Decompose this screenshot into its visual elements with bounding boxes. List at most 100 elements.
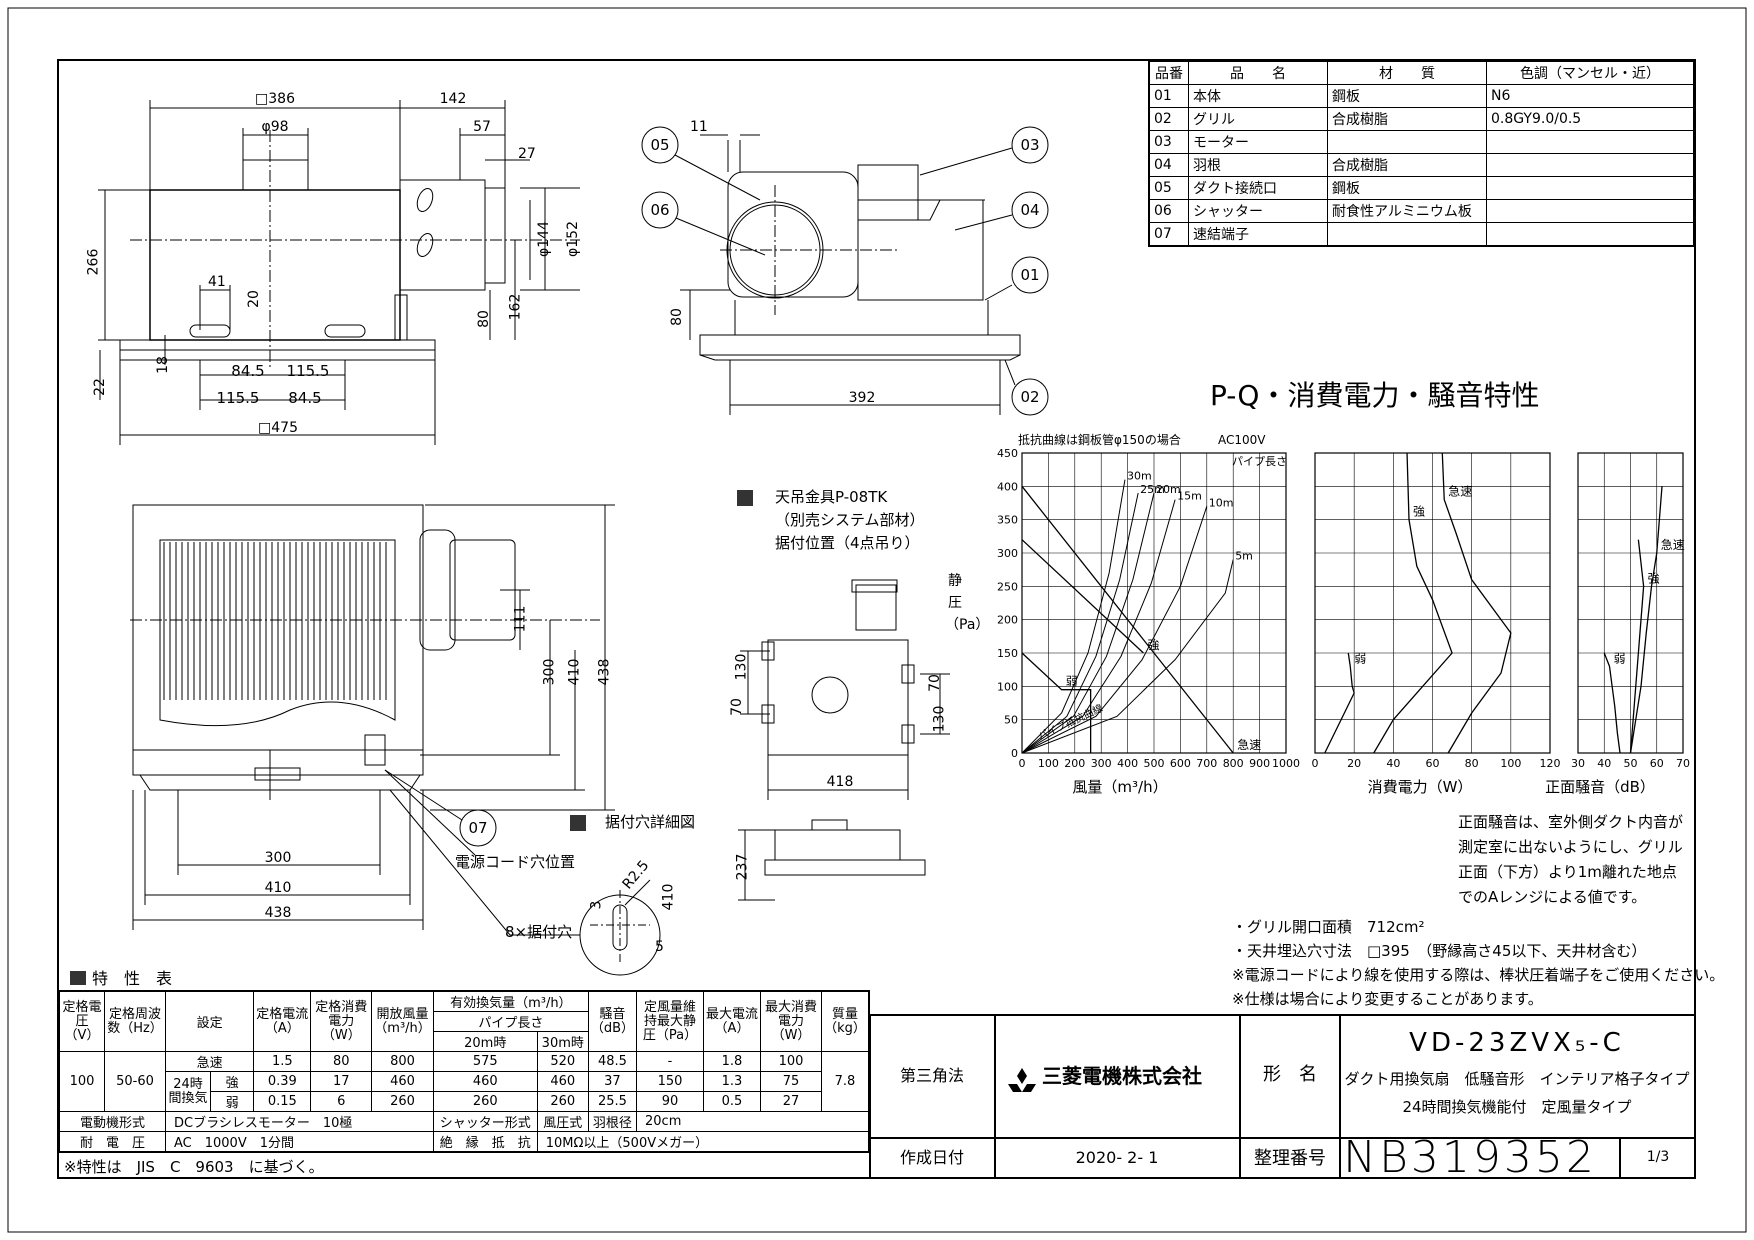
spec-row-rapid: 100 50-60 急速 1.5 80 800 575 520 48.5 - 1… — [58, 1051, 870, 1112]
spec-h-eff-flow: 有効換気量（m³/h） — [432, 990, 589, 1012]
resistance-curve — [1021, 506, 1208, 754]
series-label: 強 — [1147, 638, 1159, 652]
parts-cell — [1327, 130, 1487, 154]
spec-table: 定格電圧（V） 定格周波数（Hz） 設定 定格電流（A） 定格消費電力（W） 開… — [58, 990, 870, 1153]
x-tick-label: 700 — [1196, 757, 1217, 770]
spec-withstand-val: AC 1000V 1分間 — [165, 1131, 434, 1153]
spec-cell: 520 — [536, 1051, 589, 1072]
parts-cell: 合成樹脂 — [1327, 107, 1487, 131]
front-view-drawing — [98, 100, 580, 445]
x-tick-label: 20 — [1347, 757, 1361, 770]
parts-cell: 鋼板 — [1327, 84, 1487, 108]
spec-cell: 150 — [636, 1071, 704, 1092]
spec-h-power: 定格消費電力（W） — [310, 990, 373, 1052]
date-value: 2020- 2- 1 — [1075, 1148, 1159, 1167]
spec-shutter-val: 風圧式 — [536, 1111, 589, 1132]
spec-cell: 460 — [536, 1071, 589, 1092]
dim-300-v: 300 — [541, 658, 558, 686]
spec-cell: 90 — [636, 1091, 704, 1112]
parts-cell — [1327, 222, 1487, 247]
y-tick-label: 250 — [997, 580, 1018, 593]
spec-h-30m: 30m時 — [536, 1031, 589, 1052]
spec-h-20m: 20m時 — [432, 1031, 538, 1052]
hole-detail-title: 据付穴詳細図 — [605, 813, 696, 831]
resistance-label: 15m — [1177, 490, 1202, 503]
resistance-label: 20m — [1156, 483, 1181, 496]
x-tick-label: 900 — [1249, 757, 1270, 770]
spec-cell: 48.5 — [587, 1051, 638, 1072]
model-label: 形 名 — [1263, 1064, 1317, 1085]
date-label: 作成日付 — [899, 1148, 965, 1167]
dim-84-5-a: 84.5 — [231, 362, 265, 380]
plot-frame — [1314, 452, 1551, 754]
spec-h-max-power: 最大消費電力（W） — [760, 990, 822, 1052]
spec-cell: 37 — [587, 1071, 638, 1092]
spec-cell: 27 — [760, 1091, 822, 1112]
note-line: でのAレンジによる値です。 — [1458, 888, 1647, 906]
parts-col-material: 材 質 — [1327, 60, 1487, 85]
spec-title-text: 特 性 表 — [92, 969, 173, 988]
resistance-label: 10m — [1209, 496, 1234, 509]
x-tick-label: 0 — [1019, 757, 1026, 770]
dim-3: 3 — [588, 900, 605, 910]
dim-41: 41 — [208, 274, 226, 290]
resistance-curve — [1021, 492, 1139, 754]
chart-ylabel: 静圧（Pa） — [945, 573, 990, 633]
spec-mode: 強 — [209, 1071, 255, 1092]
series-line — [1021, 652, 1092, 753]
spec-cell: 80 — [310, 1051, 373, 1072]
y-tick-label: 300 — [997, 547, 1018, 560]
dim-70-b: 70 — [926, 674, 943, 692]
dim-111: 111 — [512, 605, 529, 633]
parts-cell: グリル — [1188, 107, 1328, 131]
x-tick-label: 600 — [1170, 757, 1191, 770]
spec-cell: 260 — [371, 1091, 434, 1112]
spec-insul-label: 絶 縁 抵 抗 — [432, 1131, 538, 1153]
spec-row-strong: 24時間換気 強 0.39 17 460 460 460 37 150 1.3 … — [59, 1071, 869, 1112]
x-tick-label: 500 — [1144, 757, 1165, 770]
x-tick-label: 30 — [1571, 757, 1585, 770]
y-tick-label: 450 — [997, 447, 1018, 460]
series-label: 強 — [1413, 505, 1425, 519]
series-label: 急速 — [1237, 737, 1261, 752]
parts-cell: 羽根 — [1188, 153, 1328, 177]
x-tick-label: 100 — [1038, 757, 1059, 770]
series-line — [1629, 539, 1645, 754]
spec-title-marker — [70, 971, 86, 985]
series-label: 強 — [1648, 571, 1660, 585]
series-line — [1441, 452, 1512, 754]
spec-h-noise: 騒音（dB） — [587, 990, 638, 1052]
dim-142: 142 — [439, 91, 467, 107]
parts-cell — [1486, 222, 1695, 247]
dim-392: 392 — [848, 390, 876, 406]
x-tick-label: 60 — [1426, 757, 1440, 770]
series-label: 急速 — [1661, 537, 1685, 552]
x-tick-label: 50 — [1624, 757, 1638, 770]
series-line — [1629, 486, 1663, 754]
dim-152: φ152 — [564, 221, 581, 257]
dim-410-s: 410 — [660, 883, 677, 911]
hanger-sub2: 据付位置（4点吊り） — [775, 534, 920, 552]
spec-row-weak: 弱 0.15 6 260 260 260 25.5 90 0.5 27 — [59, 1091, 869, 1112]
model-number: VD-23ZVX₅-C — [1409, 1028, 1625, 1058]
side-view-drawing — [641, 126, 1049, 416]
balloon-07: 07 — [468, 819, 488, 837]
x-tick-label: 300 — [1091, 757, 1112, 770]
parts-header-row: 品番 品 名 材 質 色調（マンセル・近） — [1148, 60, 1695, 85]
spec-motor-label: 電動機形式 — [58, 1111, 166, 1132]
dim-27: 27 — [518, 146, 536, 162]
spec-cell: - — [636, 1051, 704, 1072]
parts-cell: 本体 — [1188, 84, 1328, 108]
x-tick-label: 70 — [1676, 757, 1690, 770]
dim-438-v: 438 — [596, 658, 613, 686]
balloon-03: 03 — [1020, 136, 1040, 154]
